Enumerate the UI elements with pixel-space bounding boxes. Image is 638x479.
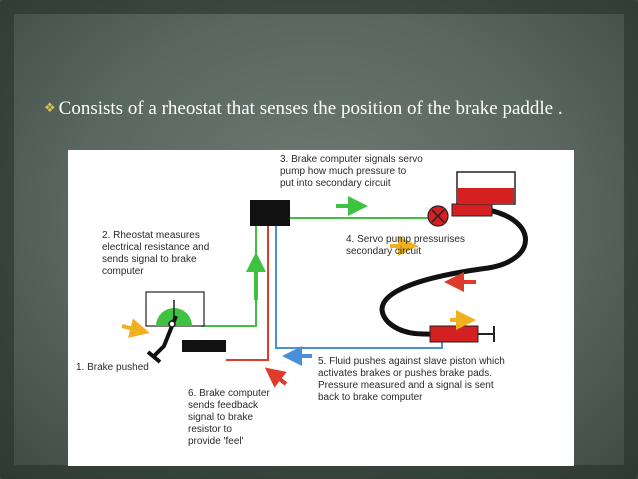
label-3-line: pump how much pressure to [280,166,407,177]
label-5-line: activates brakes or pushes brake pads. [318,368,492,379]
label-5-line: Pressure measured and a signal is sent [318,380,494,391]
label-2-line: computer [102,266,144,277]
flow-arrows [121,196,476,388]
servo-pump [427,171,516,227]
secondary-circuit-hose [379,207,528,337]
bullet-text-line: ❖Consists of a rheostat that senses the … [44,96,604,121]
pump-motor-cross [431,209,445,223]
pedal-pad [146,350,162,364]
diamond-bullet-icon: ❖ [44,100,56,115]
label-2-line: 2. Rheostat measures [102,230,200,241]
brake-computer-block [250,200,290,226]
brake-resistor-block [182,340,226,352]
reservoir-fluid [458,188,514,203]
label-6-line: signal to brake [188,412,253,423]
green-wire-to-rheostat [201,225,257,327]
brake-pedal [146,315,178,364]
label-1: 1. Brake pushed [76,362,149,373]
label-6-line: provide 'feel' [188,436,244,447]
pedal-pivot [168,320,176,328]
label-5: 5. Fluid pushes against slave piston whi… [318,356,505,403]
pump-body [451,203,493,217]
label-3-line: put into secondary circuit [280,178,391,189]
label-4-line: 4. Servo pump pressurises [346,234,465,245]
label-4-line: secondary circuit [346,246,421,257]
yellow-arrow-pedal [121,318,150,338]
bullet-text: Consists of a rheostat that senses the p… [58,98,563,119]
slave-piston [429,325,495,343]
piston-rod [478,326,495,342]
label-5-line: back to brake computer [318,392,423,403]
label-6-line: resistor to [188,424,232,435]
label-5-line: 5. Fluid pushes against slave piston whi… [318,356,505,367]
label-6-line: 6. Brake computer [188,388,270,399]
label-2-line: sends signal to brake [102,254,197,265]
red-arrow-diagonal [264,367,288,388]
label-1-line: 1. Brake pushed [76,362,149,373]
label-6-line: sends feedback [188,400,259,411]
label-2-line: electrical resistance and [102,242,209,253]
red-feedback-wire [226,225,269,361]
label-3-line: 3. Brake computer signals servo [280,154,423,165]
slave-cylinder [429,325,479,343]
